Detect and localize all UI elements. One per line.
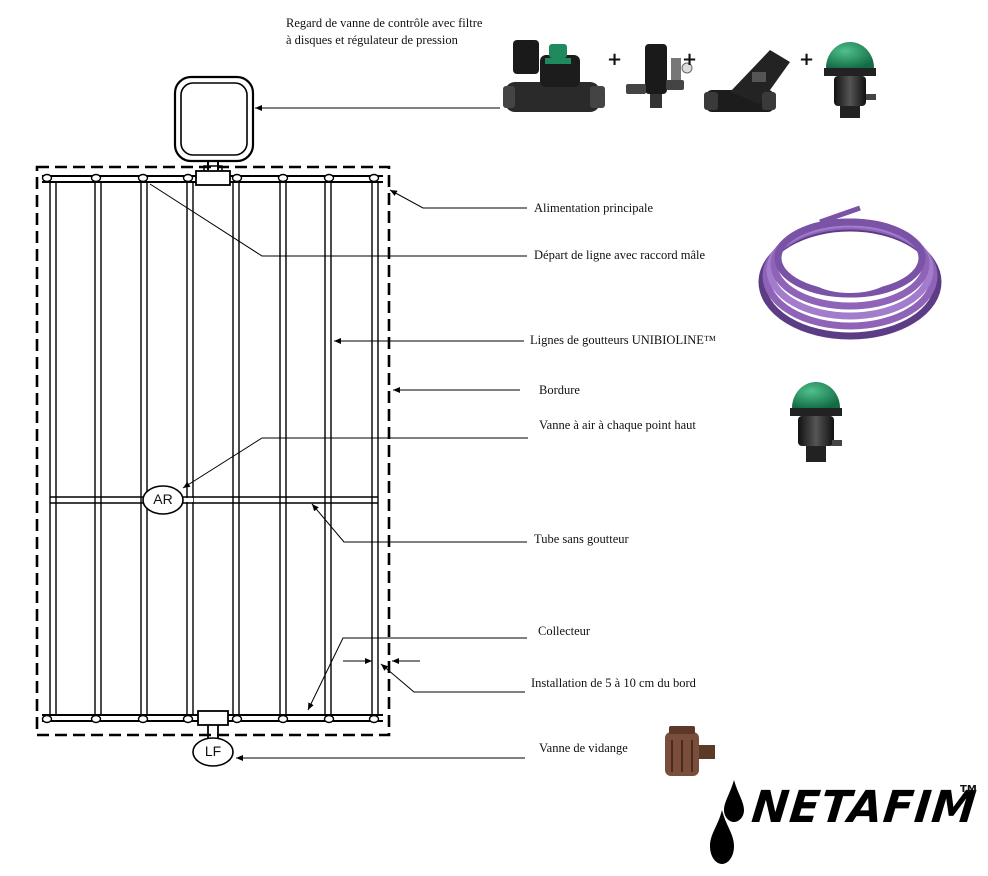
disc-filter-image xyxy=(626,44,693,108)
label-drain-valve: Vanne de vidange xyxy=(539,741,628,755)
border-dashed xyxy=(35,165,391,737)
pressure-regulator-image xyxy=(704,50,790,112)
air-release-marker xyxy=(142,485,184,515)
label-main-supply: Alimentation principale xyxy=(534,201,654,215)
control-valve-image xyxy=(503,40,605,112)
drain-valve-image xyxy=(665,726,715,776)
label-collector: Collecteur xyxy=(538,624,591,638)
blank-tube xyxy=(50,496,378,504)
label-blank-tube: Tube sans goutteur xyxy=(534,532,629,546)
netafim-logo: NETAFIM TM xyxy=(708,780,980,870)
line-flush-marker-label: LF xyxy=(204,743,222,759)
header-line-1: Regard de vanne de contrôle avec filtre xyxy=(286,16,483,30)
leader-lines xyxy=(149,183,528,761)
plus-sign-1: + xyxy=(607,49,623,70)
dripper-tube-coil-image xyxy=(758,205,942,340)
header-line-2: à disques et régulateur de pression xyxy=(286,33,458,47)
label-installation: Installation de 5 à 10 cm du bord xyxy=(531,676,696,690)
air-release-marker-label: AR xyxy=(153,491,173,507)
label-dripper-lines: Lignes de goutteurs UNIBIOLINE™ xyxy=(530,333,717,347)
label-air-valve: Vanne à air à chaque point haut xyxy=(539,418,696,432)
label-border: Bordure xyxy=(539,383,580,397)
line-start-fittings xyxy=(41,173,380,183)
label-line-start: Départ de ligne avec raccord mâle xyxy=(534,248,706,262)
brand-trademark: TM xyxy=(960,784,977,795)
air-valve-image-top xyxy=(824,42,876,118)
plus-sign-2: + xyxy=(682,49,698,70)
valve-box xyxy=(173,75,255,173)
dripper-lines xyxy=(49,182,379,715)
air-valve-image-middle xyxy=(790,382,842,462)
line-end-fittings xyxy=(41,714,380,724)
water-drop-icon xyxy=(710,780,744,864)
line-flush-marker xyxy=(192,737,234,767)
plus-sign-3: + xyxy=(799,49,815,70)
brand-name: NETAFIM xyxy=(749,782,980,833)
